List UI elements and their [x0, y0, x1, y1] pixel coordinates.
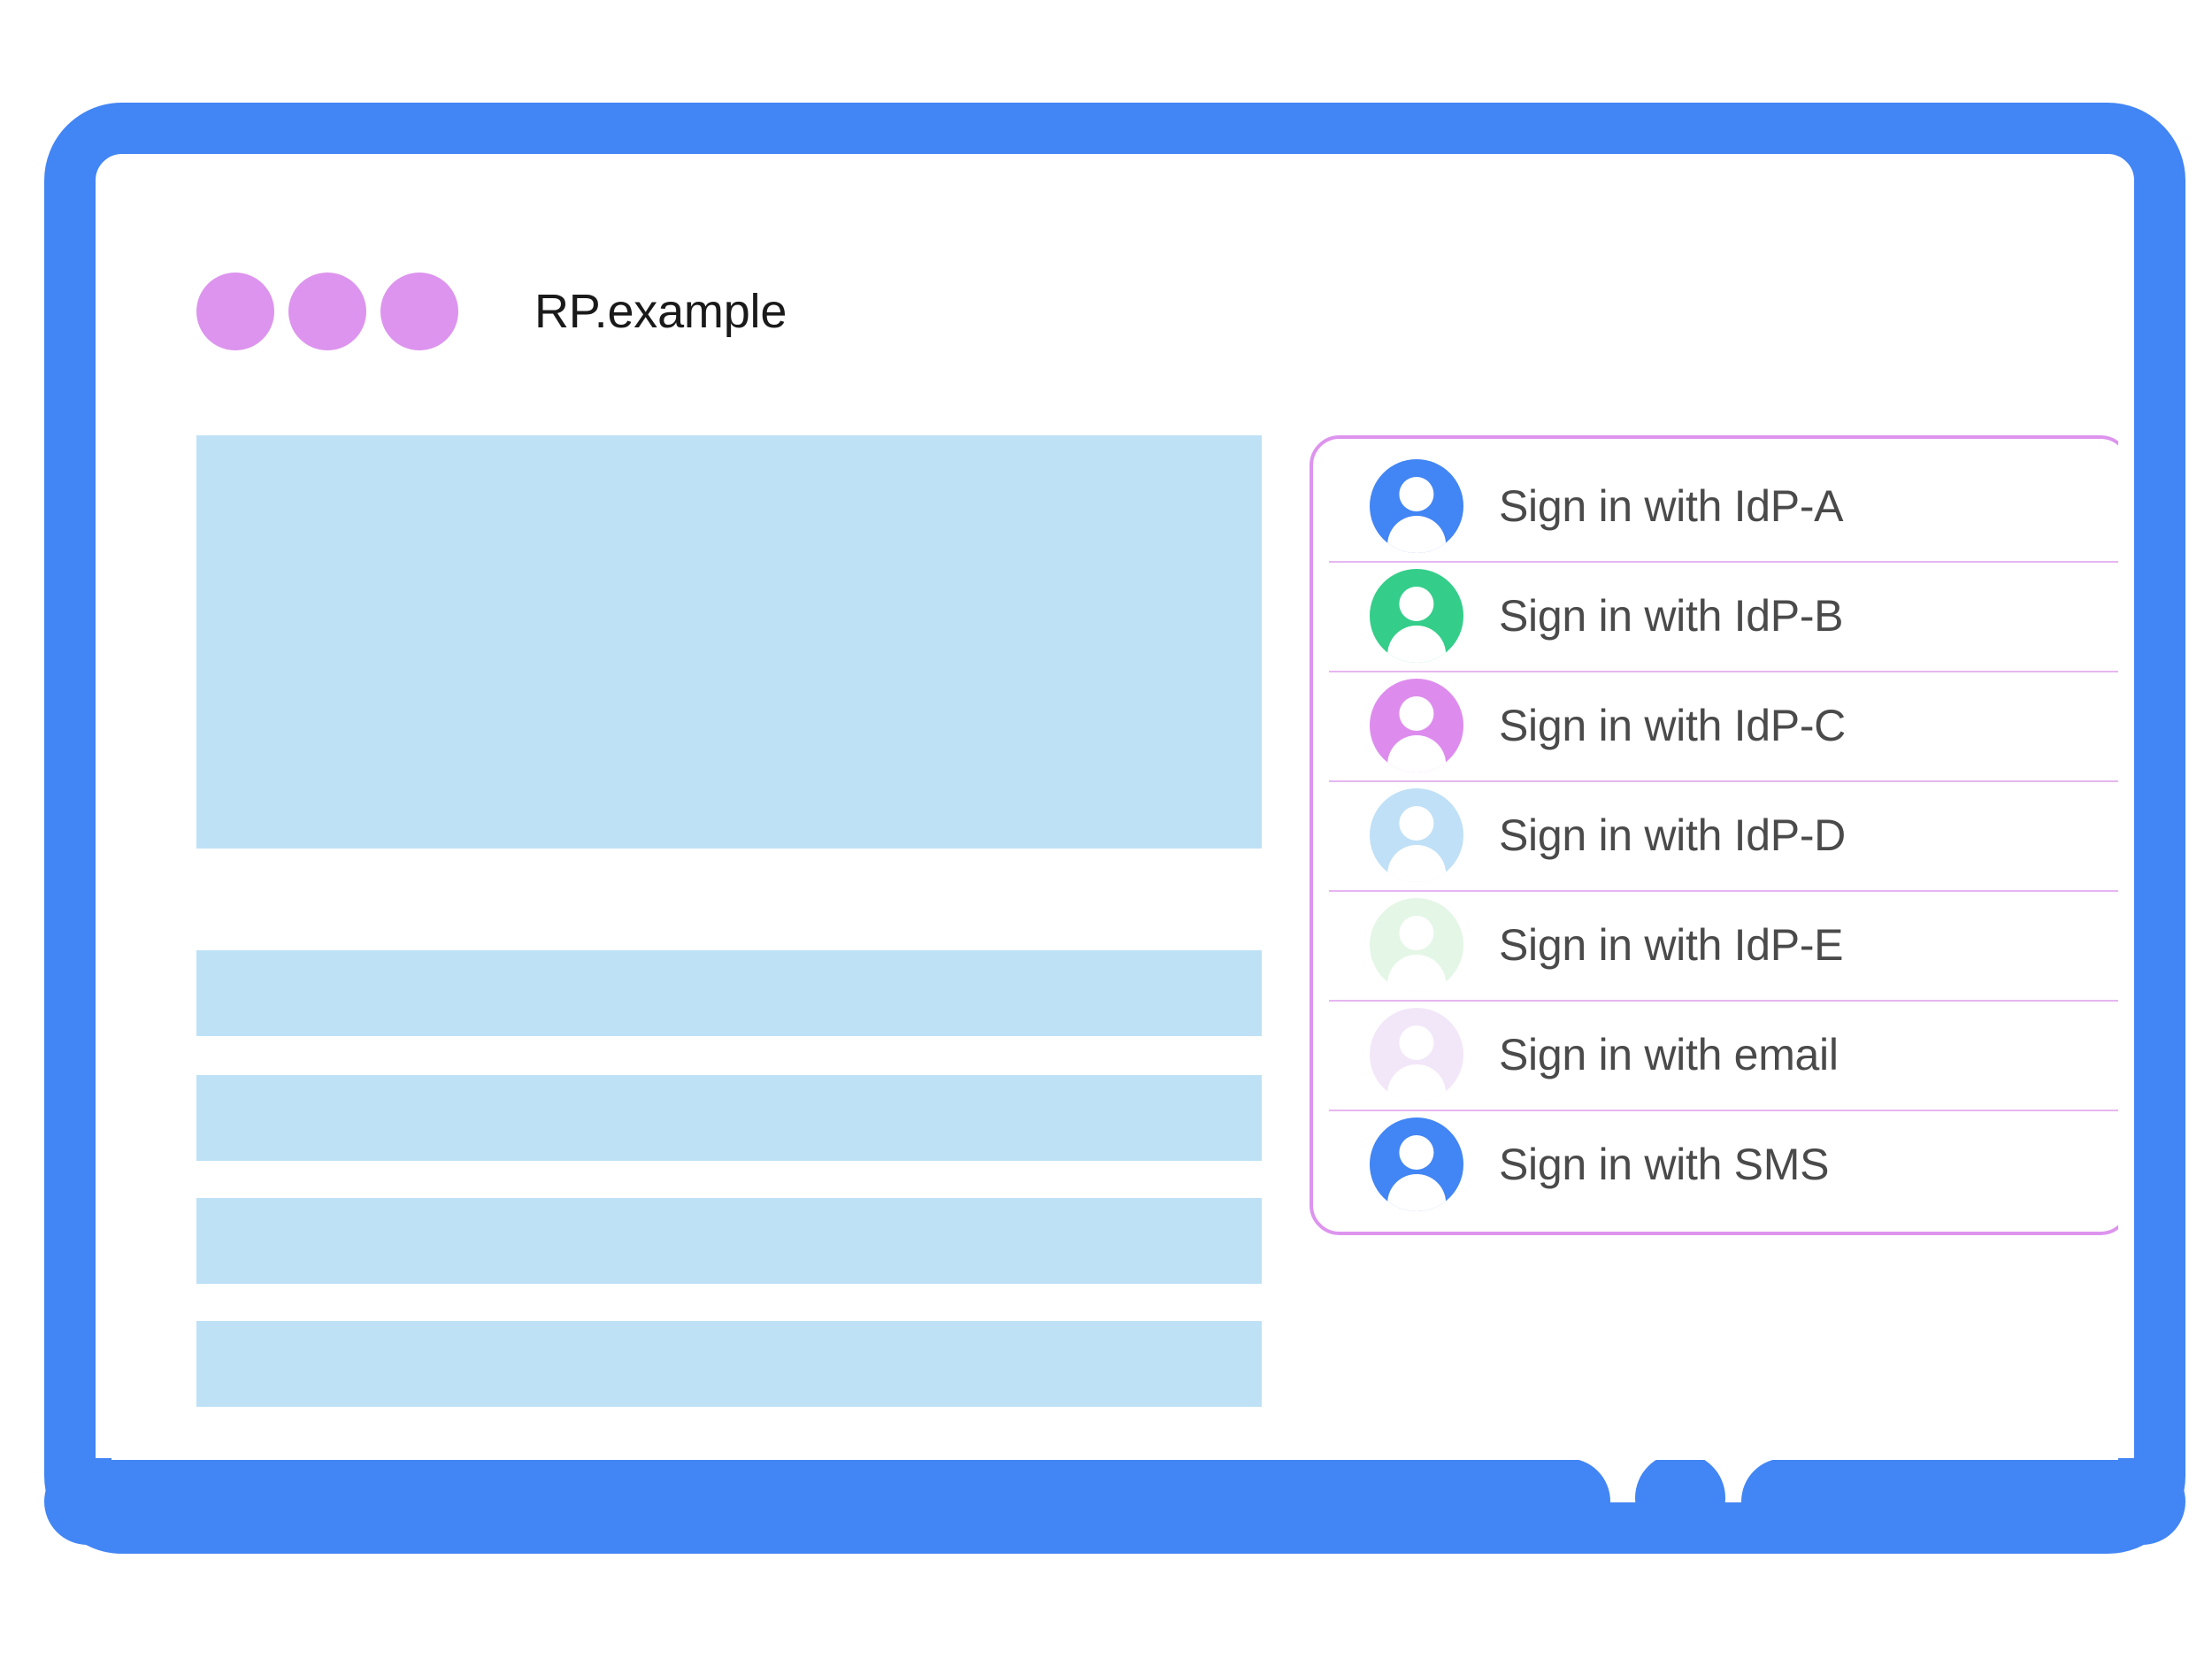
account-label-idp-b: Sign in with IdP-B [1499, 591, 1844, 641]
browser-screen: RP.example Sign in with IdP-A Sign in wi… [111, 170, 2118, 1460]
account-row-idp-b[interactable]: Sign in with IdP-B [1313, 561, 2118, 671]
window-dot-3-icon[interactable] [380, 273, 458, 350]
window-dot-2-icon[interactable] [288, 273, 366, 350]
account-label-email: Sign in with email [1499, 1030, 1839, 1079]
avatar-idp-c-icon [1370, 679, 1463, 772]
account-label-idp-c: Sign in with IdP-C [1499, 701, 1846, 750]
home-button[interactable] [1635, 1453, 1725, 1543]
account-label-idp-d: Sign in with IdP-D [1499, 810, 1846, 860]
device-bezel-right [1741, 1458, 2185, 1545]
hero-block [196, 435, 1262, 849]
avatar-idp-e-icon [1370, 898, 1463, 992]
browser-titlebar: RP.example [196, 273, 787, 350]
text-bar-3 [196, 1198, 1262, 1284]
account-row-idp-a[interactable]: Sign in with IdP-A [1313, 451, 2118, 561]
account-row-email[interactable]: Sign in with email [1313, 1000, 2118, 1110]
device-bezel-left [44, 1458, 1610, 1545]
avatar-email-icon [1370, 1008, 1463, 1102]
text-bar-4 [196, 1321, 1262, 1407]
account-label-idp-e: Sign in with IdP-E [1499, 920, 1844, 970]
account-chooser-panel: Sign in with IdP-A Sign in with IdP-B Si… [1310, 435, 2118, 1235]
avatar-idp-b-icon [1370, 569, 1463, 663]
account-row-sms[interactable]: Sign in with SMS [1313, 1110, 2118, 1219]
page-title: RP.example [534, 285, 787, 338]
text-bar-2 [196, 1075, 1262, 1161]
account-label-idp-a: Sign in with IdP-A [1499, 481, 1844, 531]
account-row-idp-d[interactable]: Sign in with IdP-D [1313, 780, 2118, 890]
account-label-sms: Sign in with SMS [1499, 1140, 1830, 1189]
avatar-idp-d-icon [1370, 788, 1463, 882]
window-dot-1-icon[interactable] [196, 273, 274, 350]
avatar-sms-icon [1370, 1118, 1463, 1211]
avatar-idp-a-icon [1370, 459, 1463, 553]
account-row-idp-c[interactable]: Sign in with IdP-C [1313, 671, 2118, 780]
account-row-idp-e[interactable]: Sign in with IdP-E [1313, 890, 2118, 1000]
text-bar-1 [196, 950, 1262, 1036]
